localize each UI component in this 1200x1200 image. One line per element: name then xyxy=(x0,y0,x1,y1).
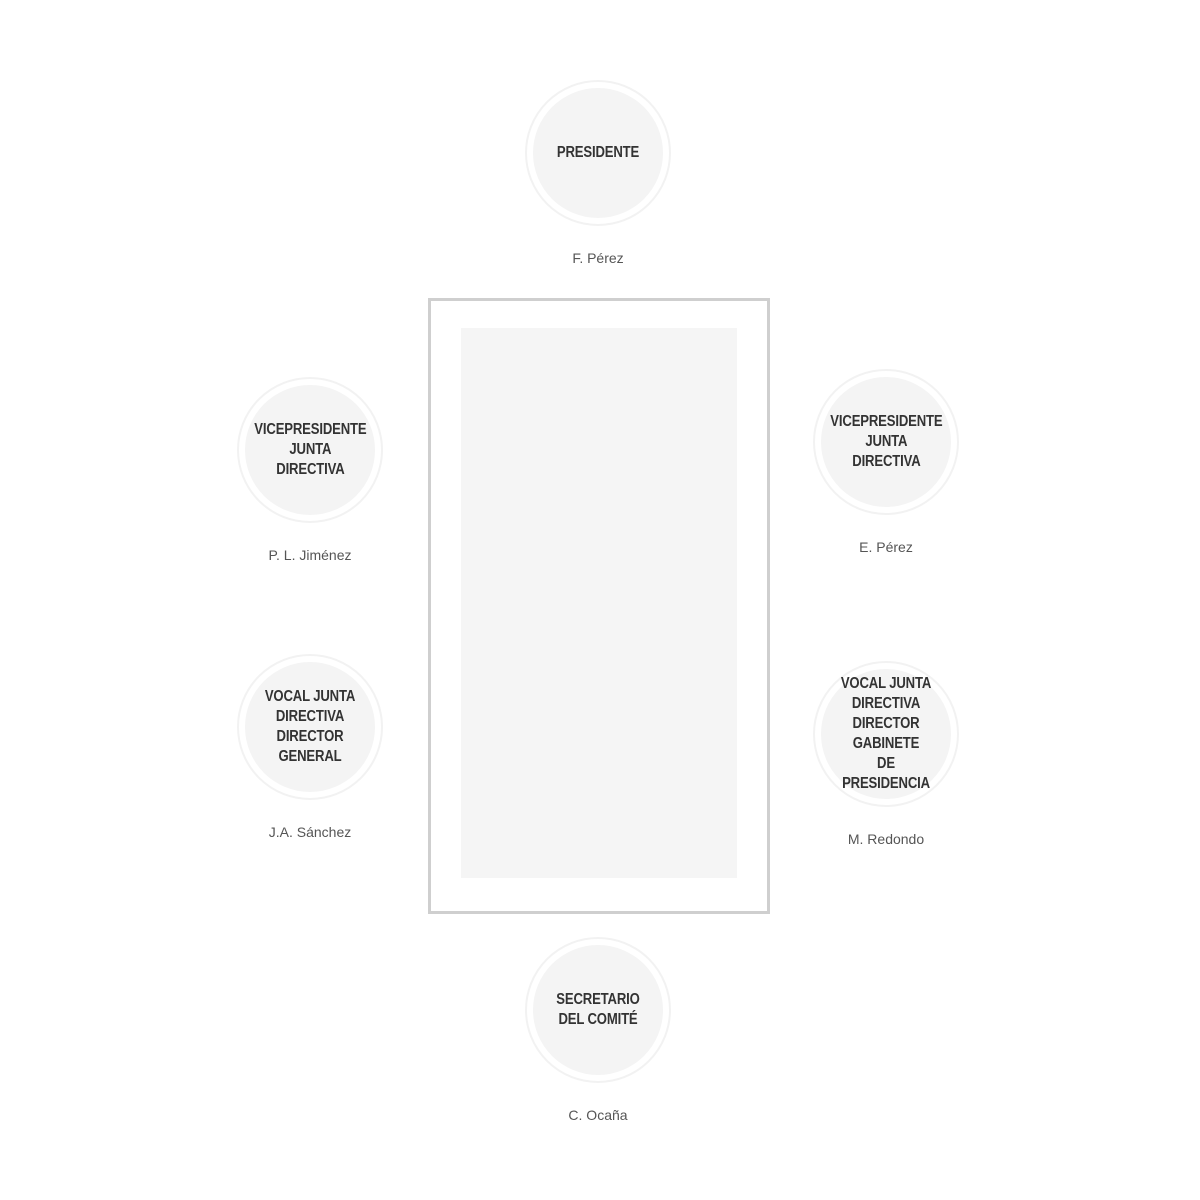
seat-role: VOCAL JUNTA DIRECTIVA DIRECTOR GABINETE … xyxy=(840,675,932,792)
seat-vicepresidente-right: VICEPRESIDENTE JUNTA DIRECTIVA E. Pérez xyxy=(766,369,1006,555)
seat-role: PRESIDENTE xyxy=(556,144,640,161)
seat-vocal-right: VOCAL JUNTA DIRECTIVA DIRECTOR GABINETE … xyxy=(766,661,1006,847)
seat-role: VICEPRESIDENTE JUNTA DIRECTIVA xyxy=(829,413,943,470)
seat-name: E. Pérez xyxy=(859,539,913,555)
seat-vicepresidente-left: VICEPRESIDENTE JUNTA DIRECTIVA P. L. Jim… xyxy=(190,377,430,563)
seat-circle: VOCAL JUNTA DIRECTIVA DIRECTOR GABINETE … xyxy=(813,661,959,807)
seat-name: C. Ocaña xyxy=(568,1107,628,1123)
seat-role: VOCAL JUNTA DIRECTIVA DIRECTOR GENERAL xyxy=(264,688,356,765)
seat-circle: VICEPRESIDENTE JUNTA DIRECTIVA xyxy=(813,369,959,515)
seat-name: J.A. Sánchez xyxy=(268,824,352,840)
seat-name: M. Redondo xyxy=(847,831,925,847)
seat-circle: PRESIDENTE xyxy=(525,80,671,226)
seat-role: VICEPRESIDENTE JUNTA DIRECTIVA xyxy=(253,421,367,478)
seat-presidente: PRESIDENTE F. Pérez xyxy=(478,80,718,266)
seat-circle: SECRETARIO DEL COMITÉ xyxy=(525,937,671,1083)
seat-secretario: SECRETARIO DEL COMITÉ C. Ocaña xyxy=(478,937,718,1123)
meeting-table xyxy=(428,298,770,914)
seat-vocal-left: VOCAL JUNTA DIRECTIVA DIRECTOR GENERAL J… xyxy=(190,654,430,840)
seat-name: P. L. Jiménez xyxy=(268,547,352,563)
seat-circle: VOCAL JUNTA DIRECTIVA DIRECTOR GENERAL xyxy=(237,654,383,800)
meeting-table-surface xyxy=(461,328,737,878)
seat-circle: VICEPRESIDENTE JUNTA DIRECTIVA xyxy=(237,377,383,523)
seat-name: F. Pérez xyxy=(572,250,624,266)
seat-role: SECRETARIO DEL COMITÉ xyxy=(556,991,640,1028)
